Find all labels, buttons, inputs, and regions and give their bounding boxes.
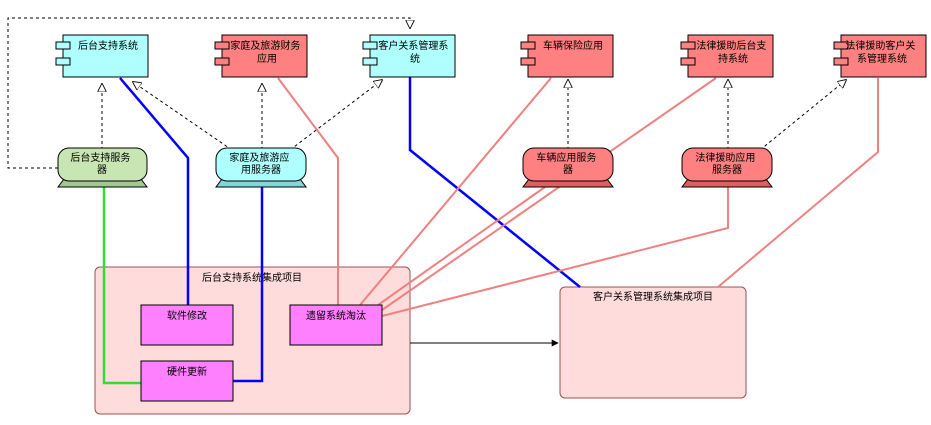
server-legal[interactable]: 法律援助应用 服务器: [681, 147, 773, 188]
assoc-backend-to-software-change: [119, 77, 190, 305]
task-software-change-label: 软件修改: [167, 309, 207, 322]
svg-text:家庭及旅游财务 应用: 家庭及旅游财务 应用: [230, 39, 303, 65]
component-family-travel-finance[interactable]: 家庭及旅游财务 应用: [214, 34, 308, 78]
server-vehicle[interactable]: 车辆应用服务 器: [522, 147, 614, 188]
assoc-family-server-to-hardware: [232, 180, 264, 383]
assoc-backend-server-to-hardware: [102, 182, 141, 385]
component-vehicle-label-1: 车辆保险应用: [543, 39, 603, 52]
svg-text:后台支持服务 器: 后台支持服务 器: [70, 151, 133, 176]
package-backend-project-title: 后台支持系统集成项目: [202, 271, 302, 284]
component-legal-backend-label-2: 持系统: [718, 52, 748, 65]
component-crm-label-2: 统: [410, 52, 420, 65]
assoc-legal-backend-to-legacy: [381, 77, 717, 311]
svg-text:法律援助应用 服务器: 法律援助应用 服务器: [695, 151, 758, 176]
svg-text:客户关系管理系 统: 客户关系管理系 统: [378, 39, 451, 65]
svg-text:车辆应用服务 器: 车辆应用服务 器: [536, 151, 599, 176]
task-hardware-update-label: 硬件更新: [167, 365, 207, 378]
component-legal-backend-label-1: 法律援助后台支: [696, 39, 766, 52]
component-vehicle-insurance[interactable]: 车辆保险应用: [520, 34, 614, 78]
assoc-legal-crm-to-crm-project: [717, 78, 879, 288]
server-legal-label-1: 法律援助应用: [695, 151, 755, 164]
server-vehicle-label-2: 器: [563, 164, 573, 176]
svg-text:法律援助后台支 持系统: 法律援助后台支 持系统: [696, 39, 769, 65]
task-software-change[interactable]: 软件修改: [140, 304, 234, 346]
svg-text:法律援助客户关 系管理系统: 法律援助客户关 系管理系统: [845, 39, 918, 65]
component-backend-support[interactable]: 后台支持系统: [55, 34, 149, 78]
server-legal-label-2: 服务器: [712, 163, 742, 176]
assoc-vehicle-server-to-legacy: [377, 186, 546, 306]
realization-backend-server-to-crm: [7, 17, 410, 169]
server-backend[interactable]: 后台支持服务 器: [57, 147, 148, 188]
assoc-finance-to-legacy: [277, 77, 339, 305]
task-hardware-update[interactable]: 硬件更新: [140, 360, 234, 402]
svg-text:后台支持系统: 后台支持系统: [78, 39, 138, 52]
component-legal-crm-label-2: 系管理系统: [857, 52, 907, 65]
server-family-travel[interactable]: 家庭及旅游应 用服务器: [215, 147, 307, 188]
svg-text:车辆保险应用: 车辆保险应用: [543, 39, 603, 52]
component-legal-crm[interactable]: 法律援助客户关 系管理系统: [833, 34, 927, 78]
server-backend-label-1: 后台支持服务: [70, 151, 130, 164]
component-crm-label-1: 客户关系管理系: [378, 39, 448, 52]
server-family-label-2: 用服务器: [241, 163, 281, 176]
task-legacy-retire-label: 遗留系统淘汰: [306, 309, 366, 322]
component-legal-crm-label-1: 法律援助客户关: [845, 39, 915, 52]
server-vehicle-label-1: 车辆应用服务: [536, 151, 596, 164]
component-legal-backend[interactable]: 法律援助后台支 持系统: [680, 34, 774, 78]
assoc-legal-server-to-legacy: [381, 187, 729, 317]
component-finance-label-2: 应用: [257, 52, 277, 65]
assoc-vehicle-to-legacy: [359, 77, 552, 306]
svg-text:家庭及旅游应 用服务器: 家庭及旅游应 用服务器: [229, 151, 292, 176]
component-backend-support-label-1: 后台支持系统: [78, 39, 138, 52]
server-backend-label-2: 器: [97, 164, 107, 176]
component-finance-label-1: 家庭及旅游财务: [230, 39, 300, 52]
realization-family-server-to-crm: [289, 80, 382, 151]
assoc-crm-to-crm-project: [408, 76, 581, 288]
realization-family-server-to-backend: [133, 82, 233, 151]
realization-legal-server-to-legal-crm: [759, 80, 846, 151]
server-family-label-1: 家庭及旅游应: [229, 151, 289, 164]
task-legacy-retire[interactable]: 遗留系统淘汰: [289, 304, 383, 346]
package-crm-project[interactable]: 客户关系管理系统集成项目: [559, 286, 747, 399]
component-crm[interactable]: 客户关系管理系 统: [362, 34, 456, 78]
package-crm-project-title: 客户关系管理系统集成项目: [593, 290, 713, 303]
